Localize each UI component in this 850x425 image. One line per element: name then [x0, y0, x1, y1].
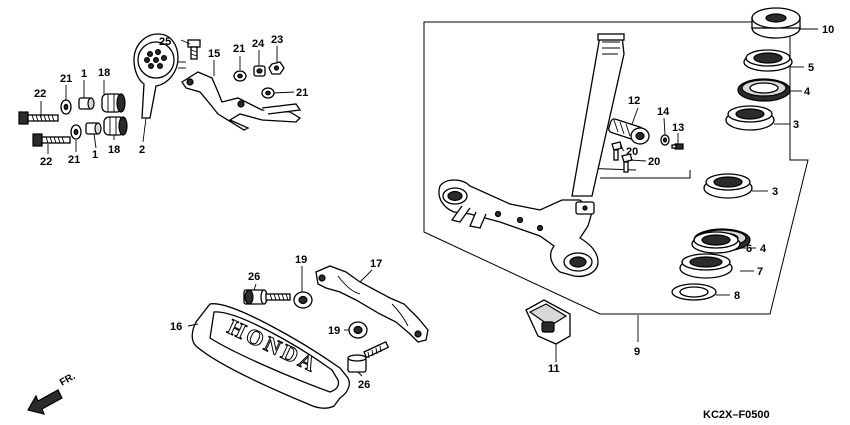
nut-part-24 — [253, 65, 266, 77]
callout-3: 3 — [793, 119, 799, 131]
emblem-bracket-part-17 — [315, 265, 429, 343]
screw-part-20-lower — [621, 153, 633, 173]
steering-stem-nut-part-10 — [751, 7, 801, 39]
grommet-part-18-lower — [103, 116, 128, 136]
callout-19: 19 — [295, 254, 307, 266]
collar-part-1-lower — [85, 122, 102, 135]
callout-labels: 22 21 1 18 25 15 21 24 23 21 22 21 1 18 … — [34, 24, 834, 391]
dust-seal-part-7 — [679, 253, 733, 279]
callout-10: 10 — [822, 24, 834, 36]
callout-20: 20 — [648, 156, 660, 168]
callout-9: 9 — [634, 346, 640, 358]
leader-lines — [40, 28, 818, 377]
horn-hole — [161, 54, 168, 61]
callout-2: 2 — [139, 144, 145, 156]
bolt-part-26-lower — [347, 340, 390, 373]
callout-18: 18 — [108, 144, 120, 156]
horn-hole — [144, 56, 151, 63]
callout-15: 15 — [208, 48, 220, 60]
callout-26: 26 — [248, 271, 260, 283]
stem-cover-part-11 — [525, 299, 571, 345]
horn-hole — [147, 50, 154, 57]
callout-20: 20 — [626, 146, 638, 158]
callout-21: 21 — [233, 43, 245, 55]
callout-1: 1 — [81, 68, 87, 80]
callout-5: 5 — [808, 62, 814, 74]
steering-stem-shaft — [571, 35, 625, 197]
callout-21: 21 — [296, 87, 308, 99]
callout-26: 26 — [358, 379, 370, 391]
bolt-part-13 — [671, 143, 684, 150]
callout-14: 14 — [657, 106, 670, 118]
front-direction-arrow-icon: FR. — [27, 371, 78, 415]
screw-part-25 — [187, 39, 201, 60]
emblem-assembly: HONDA — [191, 265, 429, 409]
callout-16: 16 — [170, 321, 182, 333]
callout-4: 4 — [760, 243, 767, 255]
bearing-race-part-3-upper — [725, 105, 775, 131]
callout-7: 7 — [757, 266, 763, 278]
callout-13: 13 — [672, 122, 684, 134]
callout-12: 12 — [628, 95, 640, 107]
callout-17: 17 — [370, 258, 382, 270]
horn-hole — [148, 62, 155, 69]
callout-3: 3 — [772, 186, 778, 198]
callout-25: 25 — [159, 36, 171, 48]
horn-hole — [153, 56, 160, 63]
callout-21: 21 — [60, 73, 72, 85]
callout-19: 19 — [328, 325, 340, 337]
bearing-race-part-3-lower — [703, 173, 753, 199]
front-direction-label: FR. — [58, 371, 78, 389]
ball-bearing-part-4-upper — [737, 78, 791, 102]
bolt-part-26-upper — [243, 289, 291, 305]
collar-part-1-upper — [78, 97, 95, 110]
callout-6: 6 — [746, 243, 752, 255]
callout-4: 4 — [804, 86, 811, 98]
bolt-part-22-upper — [18, 111, 59, 125]
callout-22: 22 — [34, 88, 46, 100]
grommet-part-18-upper — [101, 93, 126, 113]
callout-21: 21 — [68, 154, 80, 166]
diagram-code: KC2X–F0500 — [703, 409, 770, 421]
grommet-part-19-upper — [293, 291, 313, 309]
bearing-race-part-5 — [743, 49, 793, 72]
stem-assembly-boundary — [423, 21, 809, 315]
callout-23: 23 — [271, 34, 283, 46]
callout-24: 24 — [252, 38, 265, 50]
nut-part-23 — [268, 61, 285, 75]
washer-part-8 — [671, 283, 717, 301]
callout-11: 11 — [548, 363, 560, 375]
dust-seal-part-6 — [691, 231, 741, 254]
callout-22: 22 — [40, 156, 52, 168]
horn-hole — [157, 62, 164, 69]
callout-18: 18 — [98, 67, 110, 79]
callout-8: 8 — [734, 290, 740, 302]
grommet-part-19-lower — [348, 321, 368, 339]
bolt-part-22-lower — [32, 133, 71, 147]
washer-part-14 — [660, 134, 670, 146]
horn-bracket-assembly — [181, 39, 302, 131]
steering-lock-part-12 — [608, 118, 650, 145]
horn-assembly — [18, 33, 186, 147]
callout-1: 1 — [92, 149, 98, 161]
horn-hole — [155, 48, 162, 55]
steering-stem-assembly — [423, 7, 809, 345]
screw-part-20-upper — [611, 141, 623, 161]
